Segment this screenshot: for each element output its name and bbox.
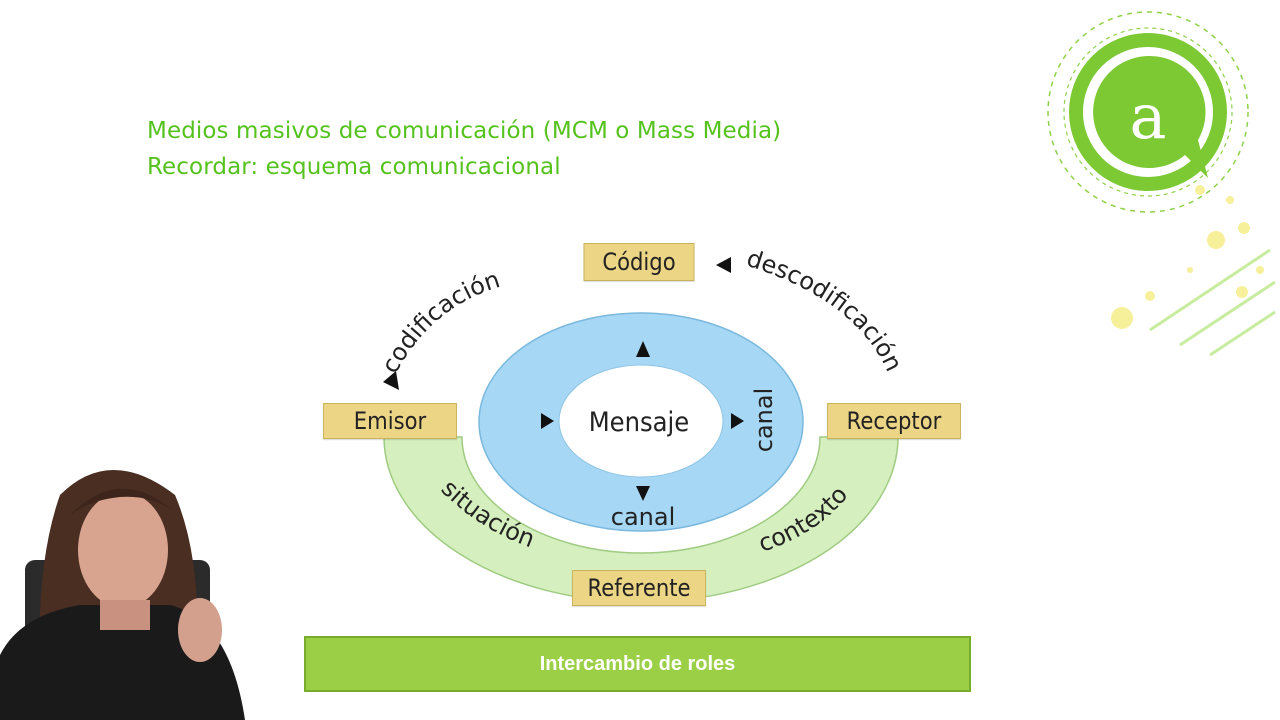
arrow-down-icon	[636, 486, 650, 501]
context-band	[383, 436, 899, 603]
arrow-right-icon	[731, 413, 744, 429]
slide-title-line-2: Recordar: esquema comunicacional	[147, 154, 561, 180]
speech-bubble-logo-icon: a	[1047, 11, 1276, 357]
referente-box: Referente	[572, 570, 706, 606]
receptor-box: Receptor	[827, 403, 961, 439]
svg-text:a: a	[1130, 80, 1167, 153]
arrow-up-icon	[636, 341, 650, 357]
canal-right-label: canal	[750, 388, 778, 453]
arrow-left-icon	[383, 371, 399, 390]
arrow-left-icon	[716, 257, 731, 273]
codigo-box: Código	[583, 243, 695, 281]
presenter-video	[0, 470, 245, 720]
emisor-box: Emisor	[323, 403, 457, 439]
intercambio-de-roles-bar: Intercambio de roles	[304, 636, 971, 692]
message-ellipse	[558, 364, 724, 478]
slide-title-line-1: Medios masivos de comunicación (MCM o Ma…	[147, 118, 782, 144]
canal-bottom-label: canal	[611, 503, 676, 531]
arrow-right-icon	[541, 413, 554, 429]
mensaje-label: Mensaje	[589, 407, 690, 439]
codificacion-label: codificación	[376, 265, 503, 378]
